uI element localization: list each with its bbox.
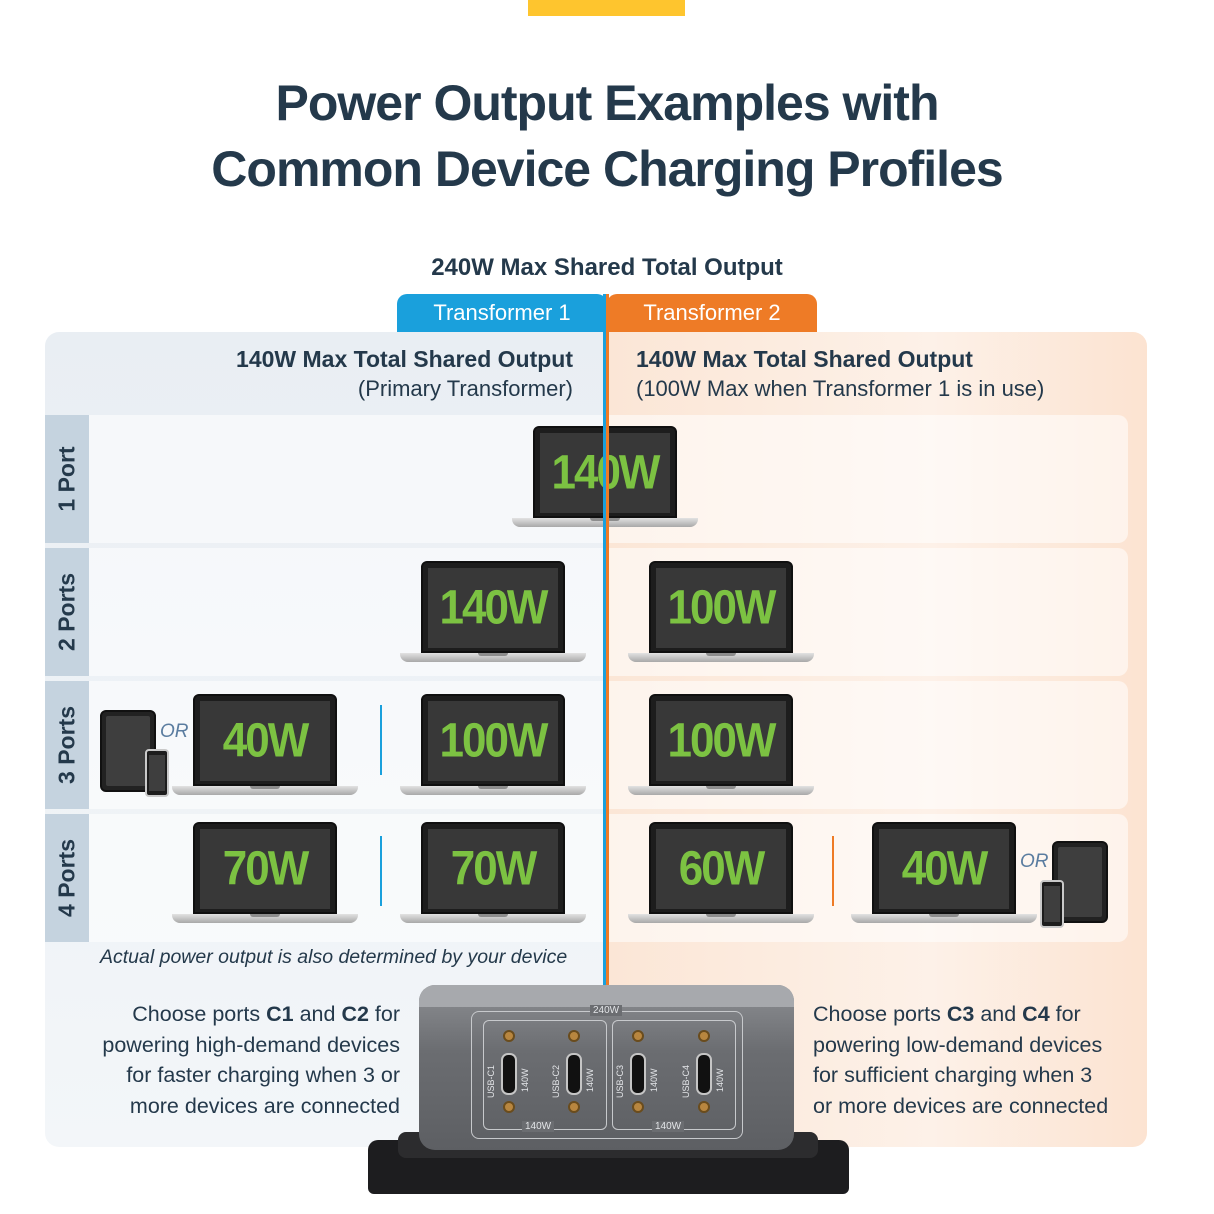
wattage-label: 70W	[450, 841, 537, 896]
screw-icon	[568, 1101, 580, 1113]
charger-total-label: 240W	[590, 1005, 623, 1016]
title-line-1: Power Output Examples with	[275, 75, 940, 131]
wattage-label: 40W	[901, 841, 988, 896]
port-watt-label: 140W	[649, 1068, 659, 1092]
divider	[380, 705, 382, 775]
port-label: USB-C2	[551, 1064, 561, 1098]
page-title: Power Output Examples with Common Device…	[0, 70, 1214, 202]
total-output-label: 240W Max Shared Total Output	[431, 254, 783, 281]
row-label: 1 Port	[45, 415, 89, 543]
transformer-1-header: 140W Max Total Shared Output (Primary Tr…	[236, 344, 573, 404]
laptop-device: 70W	[400, 822, 586, 926]
transformer-2-header-subtitle: (100W Max when Transformer 1 is in use)	[636, 376, 1045, 401]
ports-c1-c2-description: Choose ports C1 and C2 for powering high…	[102, 1002, 400, 1118]
screw-icon	[568, 1030, 580, 1042]
transformer-1-header-subtitle: (Primary Transformer)	[357, 376, 573, 401]
wattage-label: 40W	[222, 713, 309, 768]
port-watt-label: 140W	[520, 1068, 530, 1092]
transformer-2-header-title: 140W Max Total Shared Output	[636, 346, 973, 372]
row-label: 2 Ports	[45, 548, 89, 676]
laptop-device: 140W	[400, 561, 586, 665]
wattage-label: 100W	[667, 580, 777, 635]
transformer-1-header-title: 140W Max Total Shared Output	[236, 346, 573, 372]
usb-c-port	[566, 1053, 582, 1095]
screw-icon	[698, 1101, 710, 1113]
screw-icon	[632, 1101, 644, 1113]
usb-c-port	[501, 1053, 517, 1095]
phone-icon	[1040, 880, 1064, 928]
row-label-text: 1 Port	[53, 446, 80, 512]
wattage-label: 70W	[222, 841, 309, 896]
transformer-2-header: 140W Max Total Shared Output (100W Max w…	[636, 344, 1044, 404]
port-watt-label: 140W	[715, 1068, 725, 1092]
phone-icon	[145, 749, 169, 797]
wattage-label: 100W	[439, 713, 549, 768]
screw-icon	[632, 1030, 644, 1042]
screw-icon	[503, 1101, 515, 1113]
laptop-device: 100W	[400, 694, 586, 798]
row-label: 4 Ports	[45, 814, 89, 942]
port-label: USB-C3	[615, 1064, 625, 1098]
port-group-2-label: 140W	[652, 1121, 685, 1132]
port-group-1-label: 140W	[522, 1121, 555, 1132]
laptop-device: 40W	[172, 694, 358, 798]
accent-bar	[528, 0, 685, 16]
laptop-device: 100W	[628, 561, 814, 665]
screw-icon	[503, 1030, 515, 1042]
row-2-ports: 2 Ports	[45, 548, 1128, 676]
row-label: 3 Ports	[45, 681, 89, 809]
or-label: OR	[1020, 851, 1049, 872]
divider	[380, 836, 382, 906]
usb-c-port	[630, 1053, 646, 1095]
screw-icon	[698, 1030, 710, 1042]
transformer-2-divider-line	[606, 294, 609, 1154]
wattage-label: 140W	[439, 580, 549, 635]
row-label-text: 2 Ports	[53, 573, 80, 651]
port-label: USB-C4	[681, 1064, 691, 1098]
laptop-device: 70W	[172, 822, 358, 926]
divider	[832, 836, 834, 906]
device-note: Actual power output is also determined b…	[100, 946, 568, 968]
wattage-label: 100W	[667, 713, 777, 768]
laptop-device: 60W	[628, 822, 814, 926]
ports-c3-c4-description: Choose ports C3 and C4 for powering low-…	[813, 1002, 1109, 1118]
laptop-device: 100W	[628, 694, 814, 798]
usb-c-port	[696, 1053, 712, 1095]
port-label: USB-C1	[486, 1064, 496, 1098]
tab-transformer-2: Transformer 2	[607, 294, 817, 332]
wattage-label: 60W	[678, 841, 765, 896]
or-label: OR	[160, 721, 189, 742]
port-watt-label: 140W	[585, 1068, 595, 1092]
row-label-text: 3 Ports	[53, 706, 80, 784]
laptop-device: 40W	[851, 822, 1037, 926]
transformer-1-divider-line	[603, 294, 606, 1154]
row-label-text: 4 Ports	[53, 839, 80, 917]
tab-transformer-1: Transformer 1	[397, 294, 607, 332]
charger-top-face	[419, 985, 794, 1007]
title-line-2: Common Device Charging Profiles	[211, 141, 1003, 197]
